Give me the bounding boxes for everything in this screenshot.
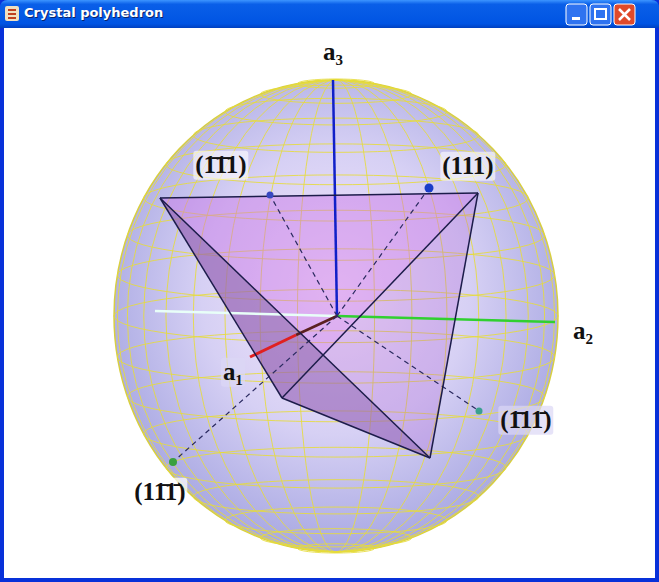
title-bar bbox=[0, 0, 659, 28]
normal-points bbox=[169, 184, 483, 467]
face-label: (1̄1̄1) bbox=[193, 151, 248, 180]
app-icon bbox=[5, 6, 19, 21]
tetrahedron bbox=[160, 193, 478, 458]
sphere-grid bbox=[114, 79, 558, 553]
client-area bbox=[4, 28, 655, 578]
axis-label: a₂ bbox=[571, 317, 595, 346]
tetrahedron-edges bbox=[160, 193, 478, 458]
face-label: (1̄11̄) bbox=[498, 406, 553, 435]
axis-label: a₃ bbox=[321, 38, 345, 67]
axis-label: a₁ bbox=[221, 358, 245, 387]
face-label: (111) bbox=[440, 152, 495, 181]
face-label: (11̄1̄) bbox=[132, 478, 187, 507]
window-title: Crystal polyhedron bbox=[24, 5, 163, 20]
sphere bbox=[114, 80, 558, 552]
window-buttons bbox=[566, 4, 635, 25]
axes bbox=[155, 80, 555, 357]
face-normals bbox=[173, 188, 479, 462]
